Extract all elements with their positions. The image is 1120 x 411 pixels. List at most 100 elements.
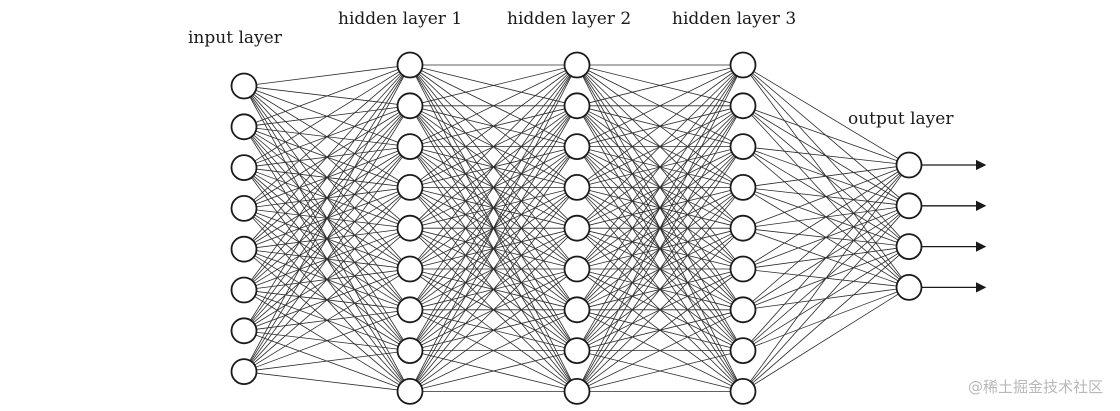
edge-l0-5-to-0 — [243, 64, 411, 291]
neuron-hidden3-0 — [729, 51, 757, 79]
edge-l1-8-to-2 — [409, 146, 578, 392]
neuron-hidden3-6 — [729, 296, 757, 324]
neuron-hidden1-7 — [396, 337, 424, 365]
neuron-hidden3-1 — [729, 92, 757, 120]
neuron-hidden2-0 — [563, 51, 591, 79]
edge-l2-8-to-5 — [576, 268, 744, 392]
neuron-hidden2-5 — [563, 255, 591, 283]
edge-l2-1-to-0 — [576, 64, 744, 107]
edge-l2-2-to-0 — [576, 64, 744, 147]
neuron-input-5 — [230, 276, 258, 304]
edge-l3-7-to-0 — [742, 164, 910, 351]
neuron-hidden1-0 — [396, 51, 424, 79]
edge-l1-8-to-6 — [409, 309, 578, 392]
neuron-hidden3-3 — [729, 173, 757, 201]
edge-l1-8-to-4 — [409, 227, 578, 392]
label-output-layer: output layer — [848, 109, 954, 129]
edge-l3-1-to-0 — [742, 105, 910, 166]
edge-l2-7-to-0 — [576, 64, 744, 351]
edge-l3-5-to-0 — [742, 164, 910, 270]
edge-l0-7-to-7 — [243, 350, 411, 372]
neuron-input-6 — [230, 317, 258, 345]
edge-l1-8-to-7 — [409, 350, 578, 392]
edge-l1-6-to-0 — [409, 64, 578, 311]
edge-l0-7-to-8 — [243, 371, 411, 392]
neuron-hidden3-4 — [729, 214, 757, 242]
edge-l1-3-to-0 — [409, 64, 578, 188]
edge-l3-8-to-0 — [742, 164, 910, 392]
label-hidden-layer-1: hidden layer 1 — [338, 9, 462, 29]
edge-l2-8-to-7 — [576, 350, 744, 392]
neuron-output-1 — [895, 192, 923, 220]
edge-l3-8-to-1 — [742, 205, 910, 392]
edge-l2-8-to-4 — [576, 227, 744, 392]
edge-l3-3-to-0 — [742, 164, 910, 188]
edge-l3-4-to-0 — [742, 164, 910, 229]
edge-l3-2-to-0 — [742, 146, 910, 166]
neuron-hidden2-6 — [563, 296, 591, 324]
edge-l0-6-to-0 — [243, 64, 411, 332]
label-hidden-layer-3: hidden layer 3 — [672, 9, 796, 29]
neuron-input-0 — [230, 72, 258, 100]
edge-l0-3-to-0 — [243, 64, 411, 209]
neuron-hidden3-2 — [729, 133, 757, 161]
neuron-hidden3-7 — [729, 337, 757, 365]
edge-l0-7-to-6 — [243, 309, 411, 372]
neurons — [230, 51, 923, 405]
neuron-input-2 — [230, 154, 258, 182]
edge-l3-0-to-0 — [742, 64, 910, 166]
neuron-hidden2-3 — [563, 173, 591, 201]
neuron-hidden1-3 — [396, 173, 424, 201]
neuron-input-7 — [230, 358, 258, 386]
neuron-hidden1-2 — [396, 133, 424, 161]
edge-l0-7-to-2 — [243, 146, 411, 372]
edge-l0-7-to-4 — [243, 227, 411, 372]
edge-l0-1-to-0 — [243, 64, 411, 128]
edge-l1-8-to-5 — [409, 268, 578, 392]
neuron-hidden2-2 — [563, 133, 591, 161]
output-arrows — [921, 159, 987, 293]
edge-l1-5-to-0 — [409, 64, 578, 270]
edge-l2-8-to-2 — [576, 146, 744, 392]
neuron-hidden2-8 — [563, 377, 591, 405]
edge-l1-4-to-0 — [409, 64, 578, 229]
edge-l0-4-to-0 — [243, 64, 411, 250]
neuron-hidden3-5 — [729, 255, 757, 283]
neuron-hidden1-5 — [396, 255, 424, 283]
edge-l2-8-to-6 — [576, 309, 744, 392]
edge-l2-8-to-0 — [576, 64, 744, 392]
neuron-input-4 — [230, 235, 258, 263]
neuron-output-0 — [895, 151, 923, 179]
connections — [243, 64, 910, 392]
edge-l1-1-to-0 — [409, 64, 578, 107]
neuron-input-1 — [230, 113, 258, 141]
edge-l1-7-to-0 — [409, 64, 578, 351]
edge-l0-7-to-3 — [243, 187, 411, 372]
edge-l2-4-to-0 — [576, 64, 744, 229]
neuron-hidden1-8 — [396, 377, 424, 405]
neuron-hidden1-1 — [396, 92, 424, 120]
neuron-hidden2-1 — [563, 92, 591, 120]
edge-l2-5-to-0 — [576, 64, 744, 270]
neuron-output-3 — [895, 273, 923, 301]
neuron-output-2 — [895, 233, 923, 261]
edge-l0-7-to-5 — [243, 268, 411, 372]
edge-l3-6-to-0 — [742, 164, 910, 311]
edge-l2-8-to-3 — [576, 187, 744, 392]
edge-l0-0-to-0 — [243, 64, 411, 87]
edge-l1-8-to-0 — [409, 64, 578, 392]
edge-l3-8-to-3 — [742, 287, 910, 392]
label-input-layer: input layer — [188, 28, 283, 48]
neuron-input-3 — [230, 194, 258, 222]
neuron-hidden1-6 — [396, 296, 424, 324]
edge-l0-7-to-1 — [243, 105, 411, 372]
neuron-hidden2-7 — [563, 337, 591, 365]
edge-l1-8-to-3 — [409, 187, 578, 392]
edge-l0-2-to-0 — [243, 64, 411, 168]
edge-l2-8-to-1 — [576, 105, 744, 392]
edge-l1-2-to-0 — [409, 64, 578, 147]
label-hidden-layer-2: hidden layer 2 — [507, 9, 631, 29]
edge-l1-8-to-1 — [409, 105, 578, 392]
